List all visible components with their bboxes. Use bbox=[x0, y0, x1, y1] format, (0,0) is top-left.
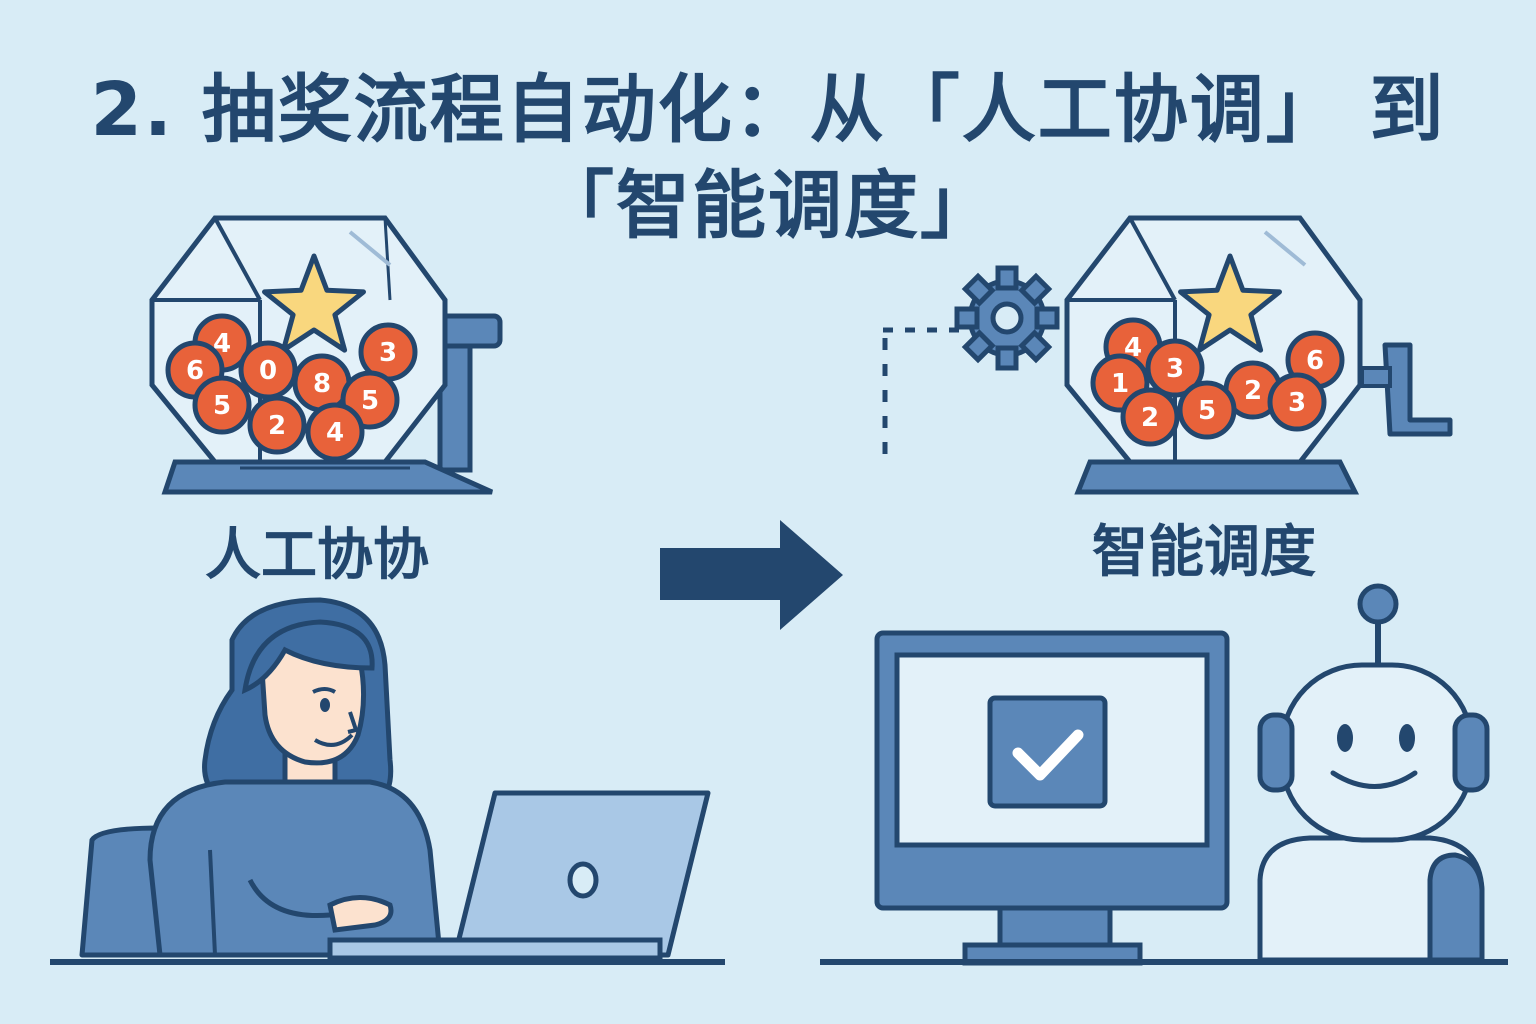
title-line-1: 2. 抽奖流程自动化：从「人工协调」 到 bbox=[90, 67, 1446, 153]
gear-tooth bbox=[995, 345, 1019, 371]
gear-tooth bbox=[995, 265, 1019, 291]
gear-tooth bbox=[954, 306, 980, 330]
right-ball bbox=[1267, 372, 1327, 432]
left-ball bbox=[192, 375, 252, 435]
left-ball bbox=[305, 402, 365, 462]
robot-icon bbox=[1257, 583, 1490, 963]
left-ball-number: 4 bbox=[326, 418, 344, 448]
page-title: 2. 抽奖流程自动化：从「人工协调」 到 「智能调度」 bbox=[0, 62, 1536, 254]
right-ball-number: 5 bbox=[1198, 396, 1216, 426]
right-ball-number: 2 bbox=[1244, 376, 1262, 406]
right-ball-number: 1 bbox=[1111, 369, 1129, 399]
left-ball-number: 3 bbox=[379, 338, 397, 368]
left-ball-number: 8 bbox=[313, 369, 331, 399]
title-line-2: 「智能调度」 bbox=[540, 163, 996, 249]
gear-icon bbox=[954, 265, 1060, 371]
left-star-icon bbox=[262, 253, 366, 353]
right-ball-number: 6 bbox=[1306, 346, 1324, 376]
connector-line bbox=[882, 327, 962, 465]
gear-tooth bbox=[1018, 272, 1053, 307]
right-ball-number: 3 bbox=[1166, 354, 1184, 384]
gear-tooth bbox=[961, 329, 996, 364]
gear-tooth bbox=[1034, 306, 1060, 330]
right-ball bbox=[1145, 338, 1205, 398]
left-ball-number: 5 bbox=[361, 386, 379, 416]
arrow-right-icon bbox=[660, 520, 843, 630]
left-ball-number: 5 bbox=[213, 391, 231, 421]
gear-tooth bbox=[961, 272, 996, 307]
checkmark-icon bbox=[987, 695, 1108, 809]
right-caption: 智能调度 bbox=[1092, 520, 1316, 585]
left-ball-number: 6 bbox=[186, 356, 204, 386]
person-icon bbox=[79, 597, 443, 958]
left-caption: 人工协协 bbox=[205, 523, 429, 588]
left-ball bbox=[247, 395, 307, 455]
right-ball bbox=[1120, 387, 1180, 447]
right-star-icon bbox=[1178, 253, 1282, 353]
right-ball-number: 2 bbox=[1141, 403, 1159, 433]
right-ball-number: 3 bbox=[1288, 388, 1306, 418]
left-ball-number: 0 bbox=[259, 356, 277, 386]
gear-tooth bbox=[1018, 329, 1053, 364]
laptop-icon bbox=[327, 790, 711, 961]
left-ball-number: 2 bbox=[268, 411, 286, 441]
right-ball bbox=[1177, 380, 1237, 440]
